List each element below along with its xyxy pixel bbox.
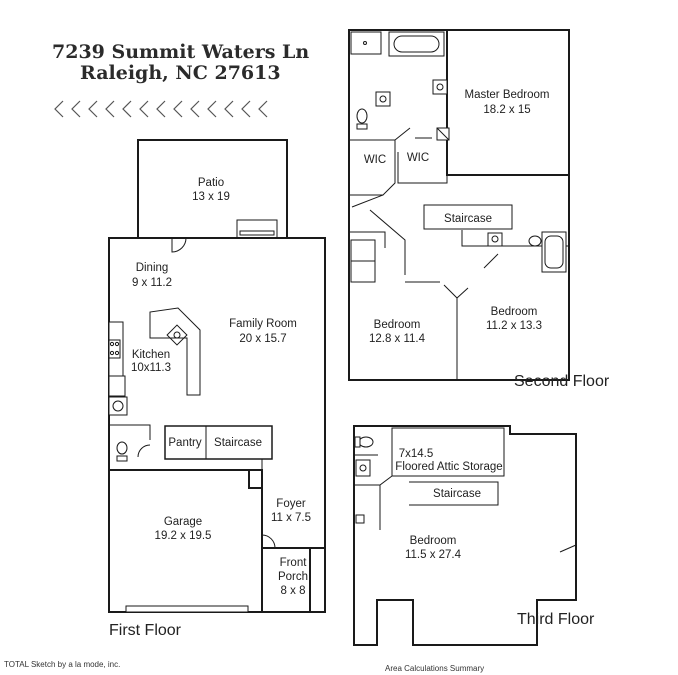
patio-outline (137, 139, 288, 238)
garage-label: Garage (164, 516, 202, 528)
master-bedroom-outline (446, 29, 570, 176)
first-staircase-label: Staircase (214, 437, 262, 449)
bathtub-icon (541, 231, 567, 273)
master-bedroom-dims: 18.2 x 15 (483, 104, 530, 116)
third-staircase-label: Staircase (433, 488, 481, 500)
pantry-label: Pantry (168, 437, 201, 449)
toilet-icon (116, 441, 128, 455)
patio-label: Patio (198, 177, 224, 189)
attic-label: Floored Attic Storage (395, 461, 502, 473)
refrigerator-icon (108, 375, 126, 397)
porch-dims: 8 x 8 (281, 585, 306, 597)
toilet-icon (356, 108, 368, 124)
area-summary-link[interactable]: Area Calculations Summary (385, 664, 484, 673)
family-room-dims: 20 x 15.7 (239, 333, 286, 345)
third-bedroom-label: Bedroom (410, 535, 457, 547)
sketch-credit: TOTAL Sketch by a la mode, inc. (4, 660, 120, 669)
sink-icon (432, 79, 448, 95)
first-floor-label: First Floor (109, 622, 182, 639)
sink-icon (355, 459, 371, 477)
second-staircase-label: Staircase (444, 213, 492, 225)
first-floor-plan (108, 139, 326, 613)
toilet-icon (358, 436, 374, 448)
sink-icon (375, 91, 391, 107)
address-line-1: 7239 Summit Waters Ln (52, 41, 309, 63)
toilet-icon (528, 235, 542, 247)
stove-icon (108, 339, 121, 359)
family-room-label: Family Room (229, 318, 297, 330)
attic-dims: 7x14.5 (399, 448, 434, 460)
bedroom-1-label: Bedroom (374, 319, 421, 331)
attic-storage-block (391, 427, 505, 477)
garage-door-icon (125, 605, 249, 613)
sink-icon (487, 232, 503, 247)
address-line-2: Raleigh, NC 27613 (80, 62, 281, 84)
second-floor-plan (348, 29, 570, 381)
third-floor-plan (353, 425, 577, 646)
dining-dims: 9 x 11.2 (132, 277, 172, 289)
wic-label-1: WIC (364, 154, 386, 166)
bedroom-2-label: Bedroom (491, 306, 538, 318)
wic-label-2: WIC (407, 152, 429, 164)
front-porch-outline (261, 547, 326, 613)
second-floor-label: Second Floor (514, 373, 610, 390)
foyer-dims: 11 x 7.5 (271, 512, 311, 524)
third-floor-outline (353, 425, 577, 646)
bath-door-icon (137, 444, 151, 458)
garage-dims: 19.2 x 19.5 (155, 530, 212, 542)
kitchen-dims: 10x11.3 (131, 362, 171, 374)
bedroom-2-dims: 11.2 x 13.3 (486, 320, 542, 332)
master-bedroom-label: Master Bedroom (464, 89, 549, 101)
chevron-row-decoration (54, 100, 268, 118)
bedroom-1-dims: 12.8 x 11.4 (369, 333, 426, 345)
foyer-label: Foyer (276, 498, 306, 510)
sink-icon (108, 396, 128, 416)
second-staircase-block (423, 204, 513, 230)
porch-label-2: Porch (278, 571, 308, 583)
front-door-icon (261, 534, 276, 549)
third-bedroom-dims: 11.5 x 27.4 (405, 549, 462, 561)
kitchen-island (149, 307, 201, 396)
kitchen-label: Kitchen (132, 349, 170, 361)
third-floor-label: Third Floor (517, 611, 595, 628)
patio-dims: 13 x 19 (192, 191, 230, 203)
dining-label: Dining (136, 262, 169, 274)
patio-door-icon (171, 237, 187, 253)
porch-label-1: Front (280, 557, 308, 569)
